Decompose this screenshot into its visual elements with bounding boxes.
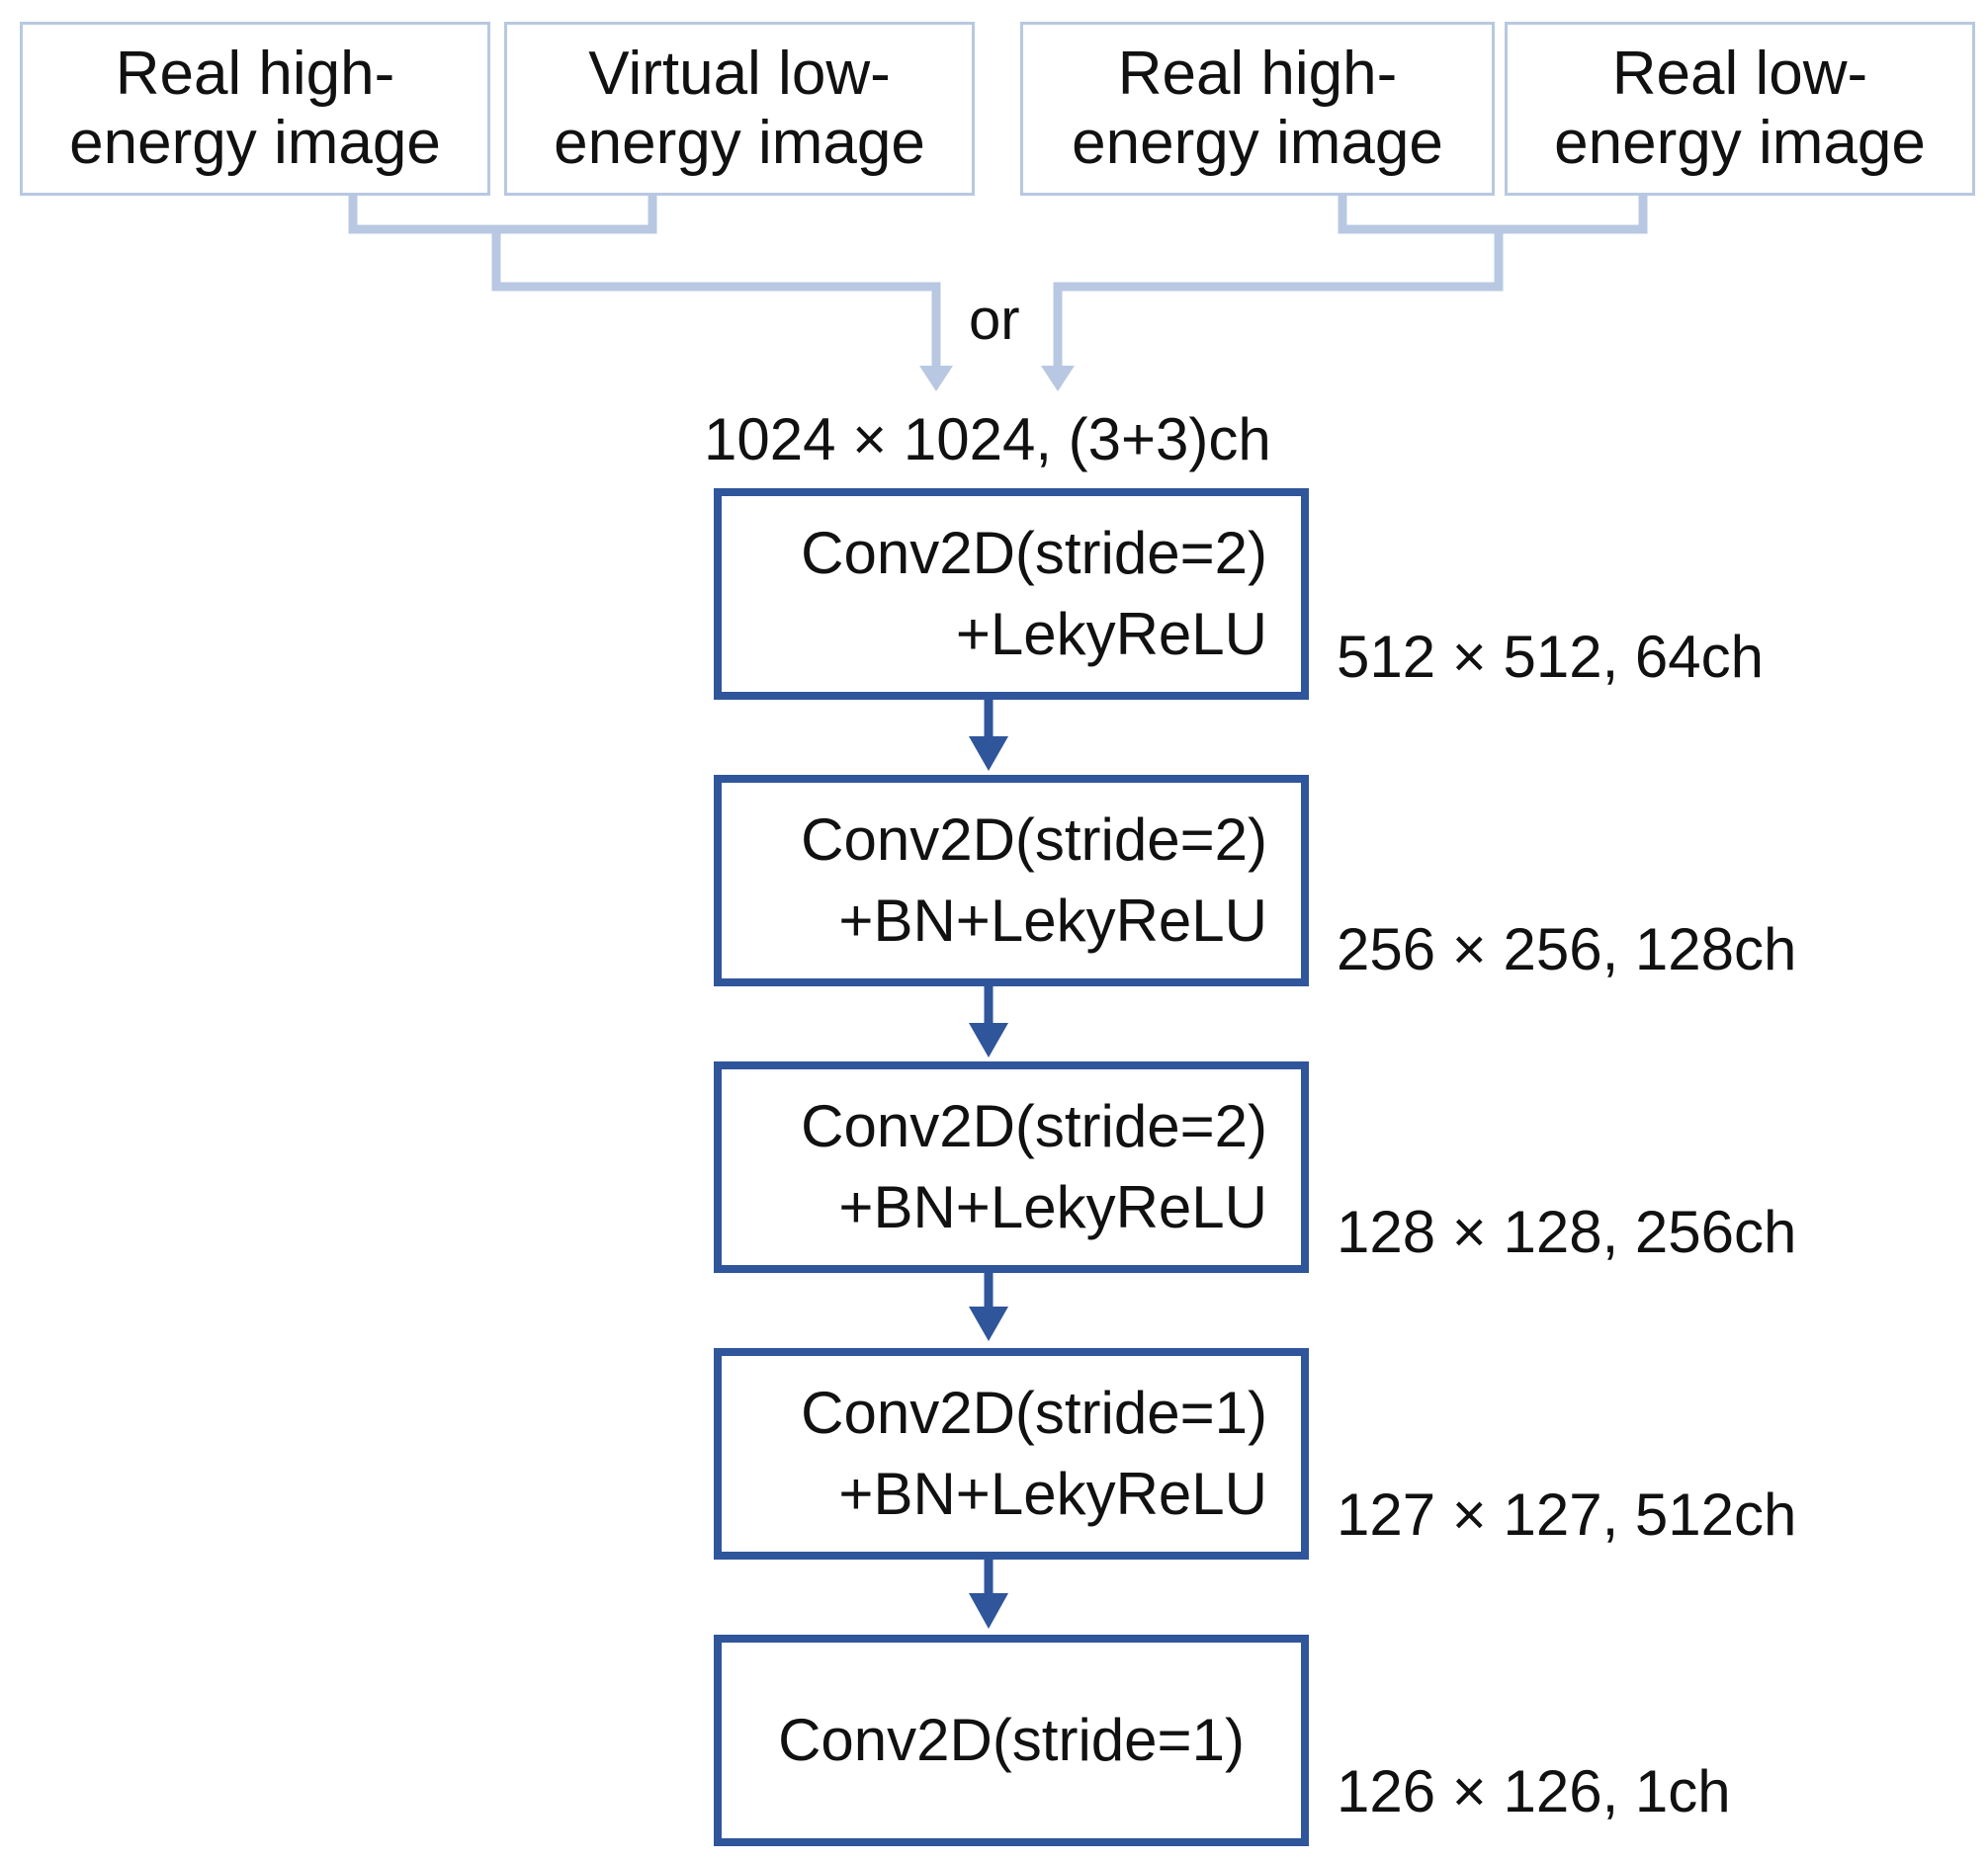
layer-4-output-shape: 127 × 127, 512ch: [1337, 1481, 1797, 1548]
layer-activation: +LekyReLU: [955, 601, 1267, 667]
layer-activation: +BN+LekyReLU: [838, 1174, 1267, 1240]
input-label: Real high- energy image: [1072, 40, 1443, 177]
right-pair-arrowhead: [1041, 366, 1075, 391]
layer-box-4: Conv2D(stride=1) +BN+LekyReLU: [714, 1348, 1309, 1560]
left-pair-arrowhead: [919, 366, 953, 391]
right-pair-connector: [1053, 229, 1504, 371]
input-label: Real high- energy image: [69, 40, 441, 177]
or-label: or: [969, 288, 1020, 352]
left-pair-bracket: [348, 194, 657, 234]
input-real-high-energy-left: Real high- energy image: [20, 22, 490, 196]
layer-box-2: Conv2D(stride=2) +BN+LekyReLU: [714, 775, 1309, 986]
layer-box-3: Conv2D(stride=2) +BN+LekyReLU: [714, 1061, 1309, 1273]
layer-arrow-3: [969, 1273, 1008, 1341]
layer-op: Conv2D(stride=2): [801, 806, 1267, 873]
layer-2-output-shape: 256 × 256, 128ch: [1337, 916, 1797, 982]
input-label: Virtual low- energy image: [554, 40, 925, 177]
layer-op: Conv2D(stride=1): [778, 1707, 1245, 1773]
layer-activation: +BN+LekyReLU: [838, 888, 1267, 954]
layer-3-output-shape: 128 × 128, 256ch: [1337, 1199, 1797, 1265]
layer-1-output-shape: 512 × 512, 64ch: [1337, 624, 1765, 690]
input-real-low-energy: Real low- energy image: [1505, 22, 1975, 196]
layer-arrow-2: [969, 986, 1008, 1058]
input-shape-label: 1024 × 1024, (3+3)ch: [704, 406, 1271, 472]
layer-5-output-shape: 126 × 126, 1ch: [1337, 1758, 1731, 1824]
left-pair-connector: [491, 229, 941, 371]
layer-box-5: Conv2D(stride=1): [714, 1635, 1309, 1846]
input-label: Real low- energy image: [1554, 40, 1926, 177]
right-pair-bracket: [1338, 194, 1648, 234]
layer-arrow-1: [969, 700, 1008, 771]
layer-activation: +BN+LekyReLU: [838, 1461, 1267, 1527]
layer-op: Conv2D(stride=2): [801, 1093, 1267, 1159]
layer-arrow-4: [969, 1560, 1008, 1629]
input-real-high-energy-right: Real high- energy image: [1020, 22, 1495, 196]
input-virtual-low-energy: Virtual low- energy image: [504, 22, 975, 196]
layer-op: Conv2D(stride=1): [801, 1380, 1267, 1446]
layer-op: Conv2D(stride=2): [801, 520, 1267, 586]
layer-box-1: Conv2D(stride=2) +LekyReLU: [714, 488, 1309, 700]
